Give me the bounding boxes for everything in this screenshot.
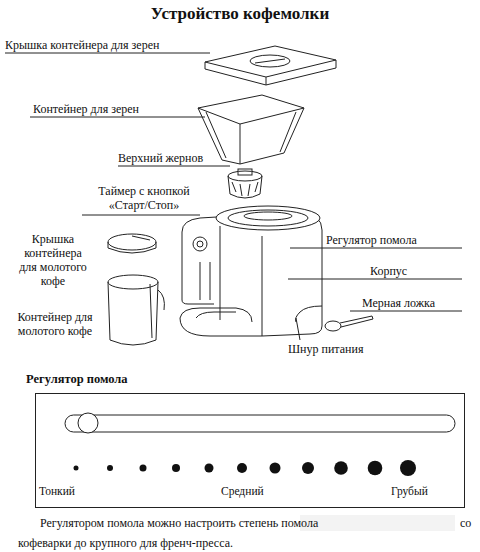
grinder-body [180, 206, 322, 336]
part-label: Верхний жернов [118, 151, 203, 165]
page-title: Устройство кофемолки [0, 4, 480, 24]
part-label: Крышка контейнера для зерен [5, 38, 159, 52]
bean-lid [205, 46, 336, 85]
part-label: Шнур питания [288, 342, 363, 356]
grind-scale [65, 413, 455, 476]
power-cord [296, 306, 323, 322]
measuring-spoon [325, 316, 373, 331]
part-label: кофеварки до крупного для френч-пресса. [18, 536, 233, 550]
leader-lines [5, 53, 462, 340]
ground-container [108, 275, 164, 345]
scale-label: Тонкий [39, 484, 75, 498]
upper-burr [228, 169, 262, 198]
ground-lid [108, 234, 156, 253]
part-label: Регулятор помола [326, 233, 417, 247]
scale-label: Грубый [391, 484, 428, 498]
part-label: Крышка контейнера для молотого кофе [14, 232, 92, 288]
part-label: Контейнер для молотого кофе [6, 310, 104, 338]
blurred-area [300, 515, 455, 531]
scale-frame: Регулятор помолаТонкийСреднийГрубый [35, 393, 465, 508]
part-label: Мерная ложка [362, 296, 435, 310]
section-heading: Регулятор помола [26, 372, 128, 386]
part-label: Таймер с кнопкой «Старт/Стоп» [84, 184, 204, 212]
part-label: Регулятором помола можно настроить степе… [40, 516, 318, 530]
scale-label: Средний [221, 484, 264, 498]
bean-hopper [198, 95, 304, 164]
part-label: со [460, 516, 471, 530]
part-label: Корпус [370, 264, 407, 278]
part-label: Контейнер для зерен [33, 102, 139, 116]
